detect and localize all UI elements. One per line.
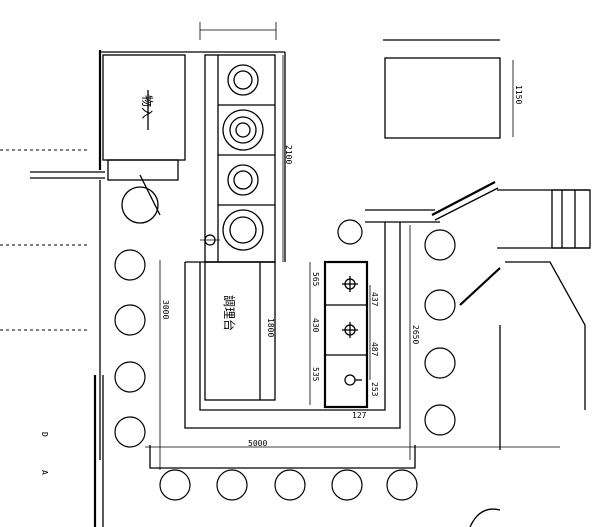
counter <box>149 209 440 469</box>
seats <box>114 219 456 501</box>
sink-dim-437: 437 <box>370 292 379 307</box>
doors-and-steps <box>431 181 591 527</box>
sink-dim-253: 253 <box>370 382 379 397</box>
sink-dim-487: 487 <box>370 342 379 357</box>
stool <box>337 219 363 245</box>
mark-a: A <box>40 470 49 475</box>
stool <box>114 249 146 281</box>
stool <box>424 404 456 436</box>
stool <box>216 469 248 501</box>
bottom-width-dimension: 5000 <box>248 439 267 448</box>
stool <box>159 469 191 501</box>
burner-icon <box>227 164 259 196</box>
stool <box>424 347 456 379</box>
storage-label: 物入 <box>140 95 154 119</box>
left-height-dimension: 3000 <box>161 300 170 319</box>
mark-d: D <box>40 432 49 437</box>
burner-icon <box>222 109 264 151</box>
stool <box>114 361 146 393</box>
top-right-cabinet: 1150 <box>384 57 523 139</box>
stool <box>114 416 146 448</box>
sink-unit: 565 430 535 437 487 253 127 <box>309 260 379 420</box>
stool <box>386 469 418 501</box>
sink-dim-535: 535 <box>311 367 320 382</box>
right-height-dimension: 2650 <box>411 325 420 344</box>
table-length-dimension: 1800 <box>266 318 275 337</box>
drain-icon <box>344 374 362 386</box>
top-right-dimension: 1150 <box>514 85 523 104</box>
walls <box>0 39 500 527</box>
stool <box>424 289 456 321</box>
sink-dim-565: 565 <box>311 272 320 287</box>
top-dimension-line <box>199 22 277 40</box>
sink-dim-430: 430 <box>311 318 320 333</box>
stool <box>114 304 146 336</box>
prep-table-label: 調理台 <box>222 295 237 331</box>
dimension-lines: 3000 2650 5000 <box>145 225 560 470</box>
stove-range: 2100 <box>200 54 293 263</box>
stool <box>274 469 306 501</box>
prep-table: 調理台 1800 <box>204 261 276 401</box>
sink-dim-127: 127 <box>352 411 367 420</box>
storage-closet: 物入 <box>102 54 186 224</box>
stool <box>331 469 363 501</box>
drain-icon <box>342 322 358 338</box>
stool <box>424 229 456 261</box>
stove-length-dimension: 2100 <box>284 145 293 164</box>
drain-icon <box>342 276 358 292</box>
burner-icon <box>222 209 264 251</box>
burner-icon <box>227 64 259 96</box>
